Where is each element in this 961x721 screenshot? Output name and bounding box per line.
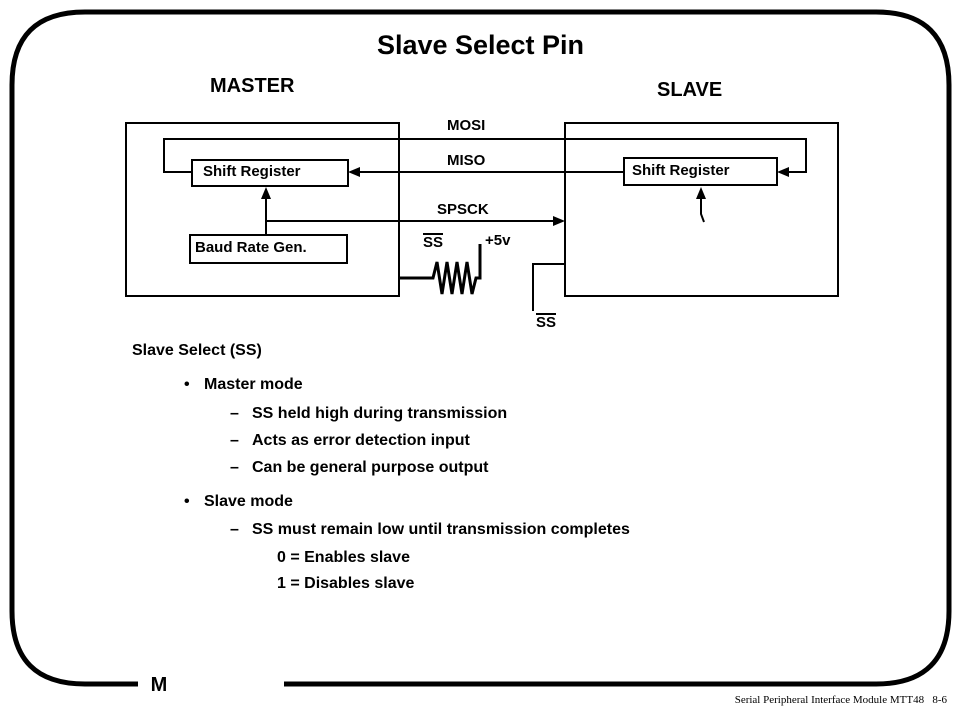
dash-master-1: – (230, 432, 239, 449)
spsck-arrowhead (553, 216, 565, 226)
slave-label: SLAVE (657, 79, 723, 101)
baud-arrowhead (261, 187, 271, 199)
footer: Serial Peripheral Interface Module MTT48… (735, 694, 947, 706)
footer-page: 8-6 (932, 694, 947, 706)
baud-rate-gen-label: Baud Rate Gen. (195, 239, 307, 256)
slave-shift-register-label: Shift Register (632, 162, 730, 179)
logo-m: M (150, 674, 168, 696)
slave-item-0: SS must remain low until transmission co… (252, 521, 630, 538)
ss-slave-label: SS (536, 313, 557, 331)
baud-rate-gen-box (189, 234, 348, 264)
miso-label: MISO (447, 152, 486, 169)
master-label: MASTER (210, 75, 295, 97)
dash-master-0: – (230, 405, 239, 422)
master-mode-label: Master mode (204, 376, 303, 393)
master-item-0: SS held high during transmission (252, 405, 508, 422)
slave-mode-label: Slave mode (204, 493, 293, 510)
spsck-label: SPSCK (437, 201, 489, 218)
ss-resistor (399, 244, 482, 295)
bullet-slave: • (184, 493, 190, 510)
mosi-arrowhead (777, 167, 789, 177)
miso-arrowhead (348, 167, 360, 177)
dash-slave-0: – (230, 521, 239, 538)
slave-clock-line (700, 198, 705, 223)
section-heading: Slave Select (SS) (132, 342, 262, 359)
page-title: Slave Select Pin (376, 30, 585, 60)
footer-module: Serial Peripheral Interface Module MTT48 (734, 694, 925, 706)
master-item-2: Can be general purpose output (252, 459, 489, 476)
bullet-master: • (184, 376, 190, 393)
dash-master-2: – (230, 459, 239, 476)
slave-box (564, 122, 839, 297)
slave-ss-line (532, 263, 565, 311)
slave-sub-item-1: 1 = Disables slave (277, 575, 415, 592)
master-box (125, 122, 400, 297)
mosi-line (163, 138, 807, 173)
mosi-label: MOSI (447, 117, 486, 134)
master-item-1: Acts as error detection input (252, 432, 470, 449)
master-shift-register-label: Shift Register (203, 163, 301, 180)
slave-clock-arrowhead (696, 187, 706, 199)
ss-master-label: SS (423, 233, 444, 251)
slide-frame (9, 9, 952, 687)
slave-sub-item-0: 0 = Enables slave (277, 549, 410, 566)
plus5v-label: +5v (485, 232, 511, 249)
